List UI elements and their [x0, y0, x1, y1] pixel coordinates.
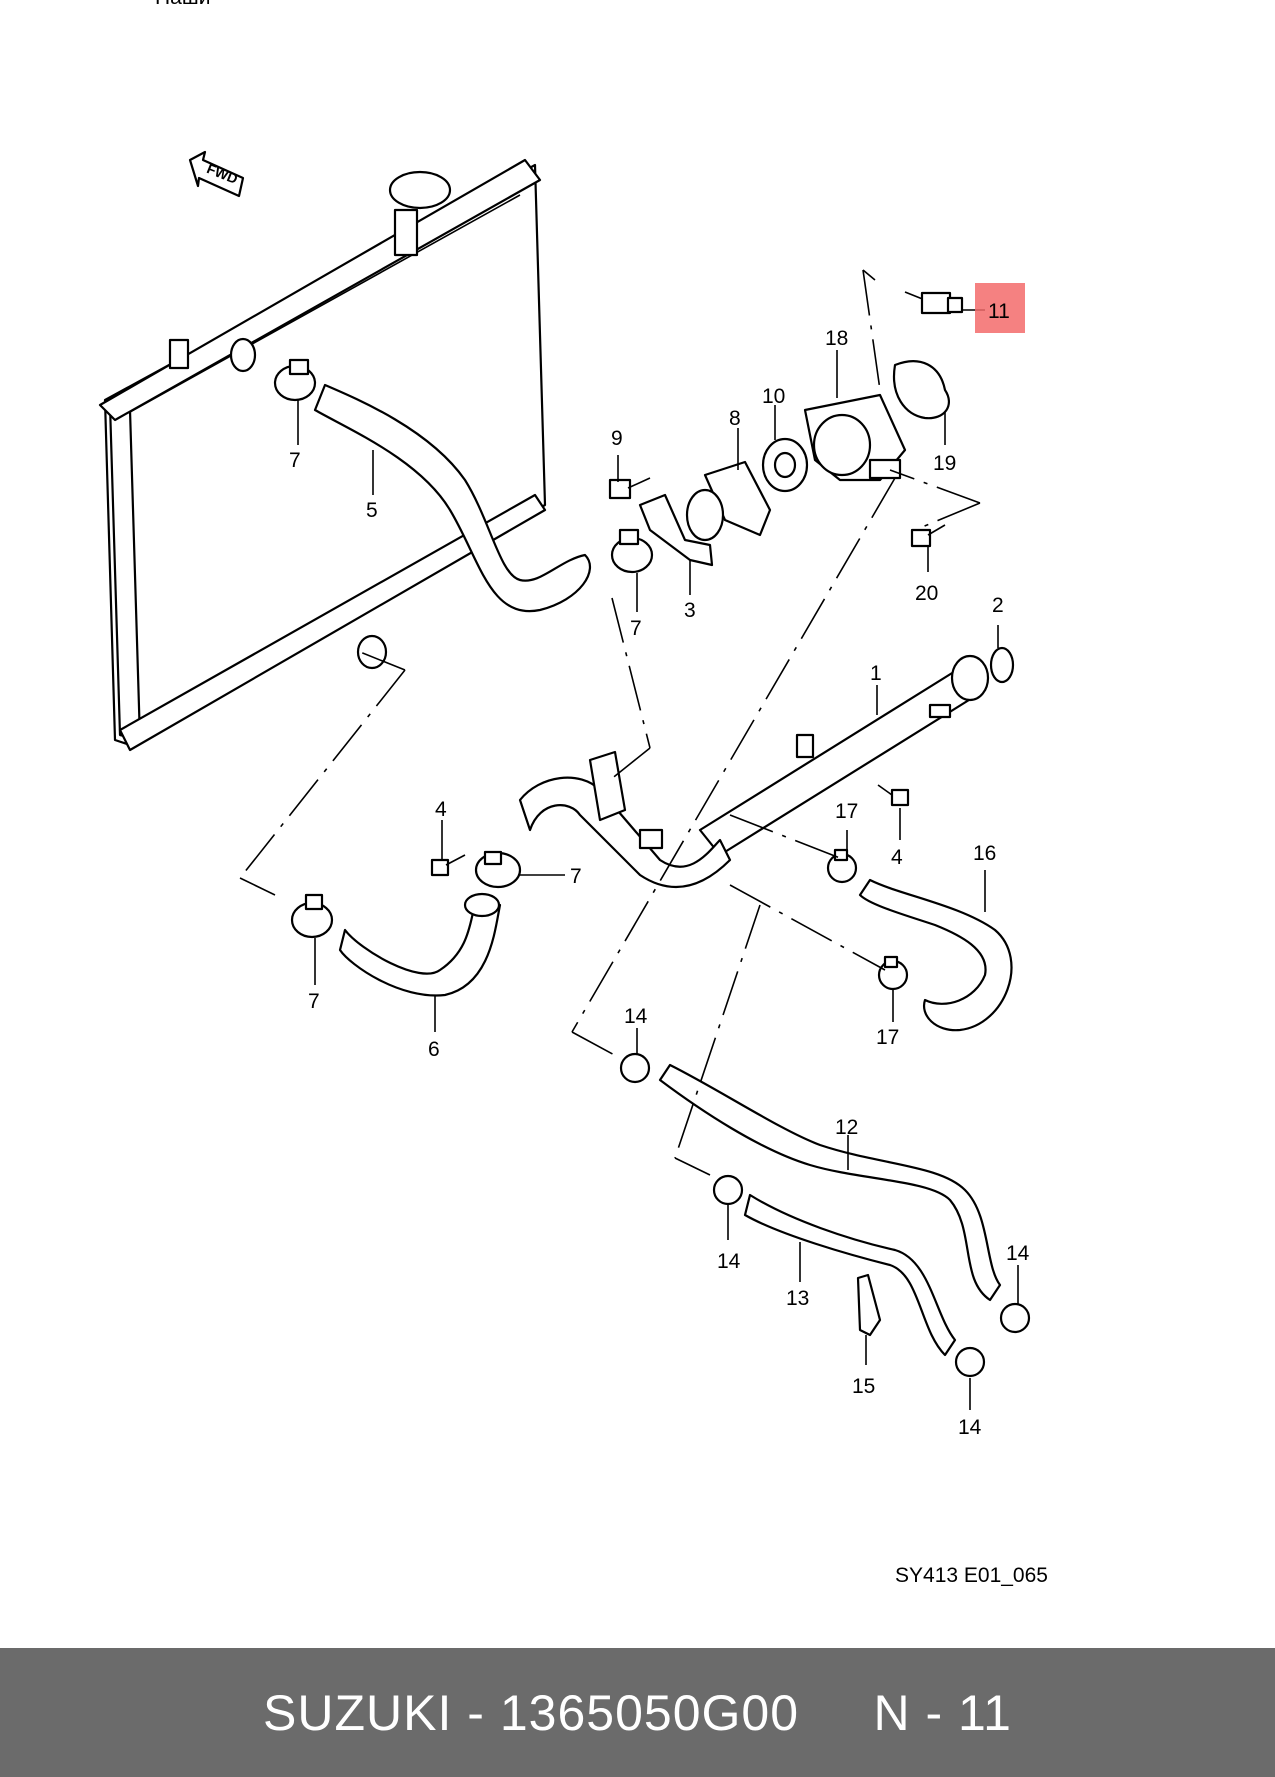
water-pipe-1 [698, 654, 990, 857]
callout-4a[interactable]: 4 [435, 798, 447, 821]
callout-12[interactable]: 12 [835, 1116, 858, 1139]
highlight-box [975, 283, 1025, 333]
o-ring-2 [989, 646, 1015, 684]
clamp-17a [826, 848, 858, 884]
callout-14c[interactable]: 14 [1006, 1242, 1030, 1265]
thermostat-case-18 [803, 393, 907, 482]
temperature-sensor-11 [904, 291, 964, 315]
callout-6[interactable]: 6 [428, 1038, 440, 1061]
callout-7d[interactable]: 7 [308, 990, 320, 1013]
callout-15[interactable]: 15 [852, 1375, 875, 1398]
part-number: 1365050G00 [499, 1684, 800, 1741]
callout-10[interactable]: 10 [762, 385, 785, 408]
callout-18[interactable]: 18 [825, 327, 848, 350]
bolt-20 [910, 524, 946, 548]
callout-7b[interactable]: 7 [630, 617, 642, 640]
clip-15 [856, 1273, 882, 1337]
clamp-7c [474, 850, 522, 889]
hose-13 [743, 1193, 957, 1357]
parts-diagram: Наши FWD [98, 0, 1048, 1587]
hose-16 [858, 878, 1013, 1032]
clamp-14d [954, 1346, 986, 1378]
clamp-17b [877, 955, 909, 991]
diagram-code: SY413 E01_065 [895, 1564, 1048, 1587]
callout-8[interactable]: 8 [729, 407, 741, 430]
footer-gap [799, 1685, 873, 1741]
footer-text: SUZUKI - 1365050G00 N - 11 [263, 1684, 1012, 1742]
footer-bar: SUZUKI - 1365050G00 N - 11 [0, 1648, 1275, 1777]
callout-4b[interactable]: 4 [891, 846, 903, 869]
ref-label: N - 11 [873, 1684, 1012, 1741]
callout-13[interactable]: 13 [786, 1287, 809, 1310]
clamp-14a [619, 1052, 651, 1084]
hose-6 [338, 903, 502, 997]
callout-7a[interactable]: 7 [289, 449, 301, 472]
callout-20[interactable]: 20 [915, 582, 938, 605]
top-cut-text: Наши [155, 0, 210, 9]
inlet-pipe [518, 750, 732, 889]
bolt-4a [430, 854, 466, 877]
bolt-9 [608, 477, 651, 500]
callout-11[interactable]: 11 [988, 300, 1010, 323]
callout-9[interactable]: 9 [611, 427, 623, 450]
callout-17a[interactable]: 17 [835, 800, 858, 823]
callout-14b[interactable]: 14 [717, 1250, 741, 1273]
bracket-3 [638, 493, 714, 567]
callout-16[interactable]: 16 [973, 842, 996, 865]
callout-14a[interactable]: 14 [624, 1005, 648, 1028]
brand-name: SUZUKI [263, 1684, 453, 1741]
water-outlet-8 [685, 460, 772, 542]
clamp-14b [712, 1174, 744, 1206]
thermostat-10 [761, 437, 809, 493]
radiator [98, 158, 547, 752]
clamp-14c [999, 1302, 1031, 1334]
callout-17b[interactable]: 17 [876, 1026, 899, 1049]
callout-19[interactable]: 19 [933, 452, 956, 475]
bolt-4b [877, 784, 910, 807]
hose-5 [313, 383, 592, 613]
hose-12 [658, 1063, 1002, 1302]
fwd-arrow-icon: FWD [188, 150, 245, 198]
clamp-7d [290, 893, 334, 939]
callout-7c[interactable]: 7 [570, 865, 582, 888]
separator: - [452, 1684, 500, 1741]
callout-14d[interactable]: 14 [958, 1416, 982, 1439]
callout-3[interactable]: 3 [684, 599, 696, 622]
clamp-7b [610, 528, 654, 574]
gasket-19 [892, 360, 950, 420]
callout-1[interactable]: 1 [870, 662, 882, 685]
callout-2[interactable]: 2 [992, 594, 1004, 617]
callout-5[interactable]: 5 [366, 499, 378, 522]
clamp-7a [273, 358, 317, 402]
